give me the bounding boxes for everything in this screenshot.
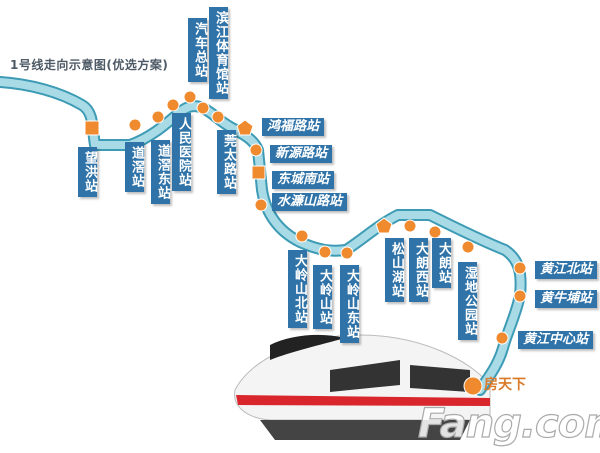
station-label[interactable]: 黄江中心站 <box>518 331 594 349</box>
station-marker <box>295 229 309 243</box>
station-label[interactable]: 黄牛埔站 <box>535 290 598 308</box>
watermark-logo-circle <box>463 376 483 396</box>
station-label[interactable]: 水濂山路站 <box>272 193 348 211</box>
station-marker <box>211 110 225 124</box>
station-marker <box>513 289 527 303</box>
station-marker <box>128 118 142 132</box>
station-label[interactable]: 汽车总站 <box>188 18 207 82</box>
map-title: 1号线走向示意图(优选方案) <box>10 58 169 72</box>
station-label[interactable]: 新源路站 <box>270 145 333 163</box>
station-marker <box>151 110 165 124</box>
station-label[interactable]: 大朗站 <box>432 238 451 288</box>
station-label[interactable]: 道滘东站 <box>151 140 170 204</box>
station-marker <box>196 101 210 115</box>
station-marker-pentagon <box>375 217 393 234</box>
station-marker <box>403 219 417 233</box>
station-label[interactable]: 东城南站 <box>272 171 335 189</box>
station-label[interactable]: 大岭山东站 <box>340 265 359 343</box>
station-marker <box>249 143 263 157</box>
station-marker <box>166 98 180 112</box>
station-label[interactable]: 鸿福路站 <box>262 118 325 136</box>
station-marker <box>461 240 475 254</box>
route-line-outline <box>0 76 527 396</box>
train-illustration <box>234 334 491 440</box>
station-marker <box>340 246 354 260</box>
station-marker <box>318 245 332 259</box>
station-label[interactable]: 湿地公园站 <box>458 262 477 340</box>
station-marker <box>428 225 442 239</box>
station-label[interactable]: 莞太路站 <box>217 130 236 194</box>
station-label[interactable]: 黄江北站 <box>535 261 598 279</box>
station-marker <box>183 90 197 104</box>
station-label[interactable]: 松山湖站 <box>385 238 404 302</box>
watermark-text: Fang.com <box>417 401 600 447</box>
station-marker-square <box>84 120 100 136</box>
route-line <box>0 78 525 394</box>
station-label[interactable]: 大岭山北站 <box>288 250 307 328</box>
watermark-cn: 房天下 <box>484 377 526 393</box>
station-label[interactable]: 道滘站 <box>125 142 144 192</box>
station-label[interactable]: 大岭山站 <box>313 265 332 329</box>
station-label[interactable]: 望洪站 <box>78 147 97 197</box>
station-label[interactable]: 人民医院站 <box>172 113 191 191</box>
station-marker <box>495 331 509 345</box>
station-marker-square <box>251 165 266 180</box>
station-marker-pentagon <box>236 119 254 136</box>
station-marker <box>254 198 268 212</box>
station-label[interactable]: 大朗西站 <box>409 238 428 302</box>
station-label[interactable]: 滨江体育馆站 <box>209 7 228 99</box>
station-marker <box>513 261 527 275</box>
